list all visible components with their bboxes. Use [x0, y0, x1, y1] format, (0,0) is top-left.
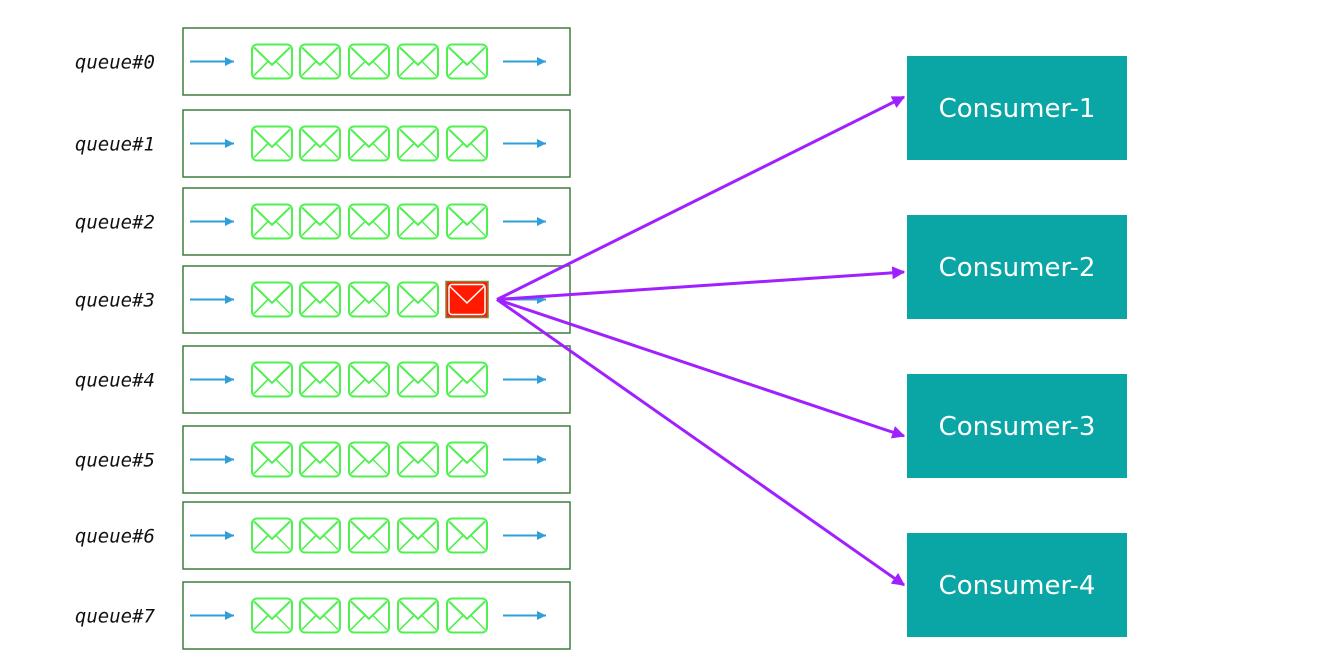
- message-envelope-icon: [299, 43, 341, 80]
- message-envelope-icon: [446, 517, 488, 554]
- message-envelope-icon: [251, 597, 293, 634]
- message-envelope-icon: [251, 441, 293, 478]
- message-envelope-icon: [251, 43, 293, 80]
- consumer-label: Consumer-3: [939, 412, 1096, 442]
- queue-row: queue#5: [75, 425, 571, 494]
- message-envelope-icon: [299, 281, 341, 318]
- message-envelope-icon: [397, 517, 439, 554]
- queue-label: queue#2: [75, 212, 155, 234]
- message-envelope-icon: [446, 125, 488, 162]
- dispatch-arrow-icon: [496, 298, 906, 587]
- consumer-label: Consumer-2: [939, 253, 1096, 283]
- message-envelope-icon: [348, 597, 390, 634]
- message-envelope-icon: [299, 597, 341, 634]
- dispatch-arrow-icon: [496, 95, 906, 301]
- message-envelope-icon: [397, 597, 439, 634]
- consumer-box: Consumer-4: [907, 533, 1127, 637]
- queue-label: queue#0: [75, 52, 155, 74]
- queue-label: queue#7: [75, 606, 156, 628]
- queue-label: queue#6: [75, 526, 155, 548]
- queue-label: queue#4: [75, 370, 155, 392]
- message-envelope-icon: [299, 441, 341, 478]
- message-envelope-icon: [299, 361, 341, 398]
- queue-row: queue#1: [75, 109, 571, 178]
- consumer-label: Consumer-4: [939, 571, 1096, 601]
- message-envelope-icon: [446, 361, 488, 398]
- queue-box: [182, 425, 571, 494]
- message-envelope-icon: [348, 203, 390, 240]
- queue-row: queue#7: [75, 581, 571, 650]
- message-envelope-icon: [397, 361, 439, 398]
- selected-message-icon: [445, 280, 489, 319]
- dispatch-arrow-icon: [496, 298, 906, 439]
- message-envelope-icon: [251, 361, 293, 398]
- message-envelope-icon: [251, 281, 293, 318]
- queue-label: queue#5: [75, 450, 155, 472]
- message-envelope-icon: [446, 441, 488, 478]
- message-envelope-icon: [348, 125, 390, 162]
- queue-row: queue#4: [75, 345, 571, 414]
- message-envelope-icon: [446, 43, 488, 80]
- consumer-label: Consumer-1: [939, 94, 1096, 124]
- message-envelope-icon: [397, 281, 439, 318]
- queue-row: queue#2: [75, 187, 571, 256]
- consumer-box: Consumer-2: [907, 215, 1127, 319]
- message-envelope-icon: [251, 125, 293, 162]
- consumer-box: Consumer-1: [907, 56, 1127, 160]
- dispatch-arrow-icon: [496, 266, 906, 301]
- queue-label: queue#3: [75, 290, 155, 312]
- message-envelope-icon: [397, 203, 439, 240]
- queue-row: queue#6: [75, 501, 571, 570]
- dispatch-arrows-group: [496, 95, 906, 587]
- message-envelope-icon: [251, 203, 293, 240]
- message-envelope-icon: [446, 203, 488, 240]
- message-envelope-icon: [299, 125, 341, 162]
- queues-group: queue#0 queue#1 queue#2 queue#3 queue#4 queue…: [75, 27, 571, 650]
- message-envelope-icon: [446, 597, 488, 634]
- queue-label: queue#1: [75, 134, 155, 156]
- message-envelope-icon: [397, 125, 439, 162]
- message-envelope-icon: [348, 361, 390, 398]
- message-envelope-icon: [348, 517, 390, 554]
- message-envelope-icon: [348, 43, 390, 80]
- queue-row: queue#0: [75, 27, 571, 96]
- queue-row: queue#3: [75, 265, 571, 334]
- message-envelope-icon: [299, 517, 341, 554]
- message-envelope-icon: [397, 441, 439, 478]
- consumer-box: Consumer-3: [907, 374, 1127, 478]
- message-envelope-icon: [299, 203, 341, 240]
- message-envelope-icon: [348, 281, 390, 318]
- message-envelope-icon: [397, 43, 439, 80]
- message-envelope-icon: [348, 441, 390, 478]
- message-envelope-icon: [251, 517, 293, 554]
